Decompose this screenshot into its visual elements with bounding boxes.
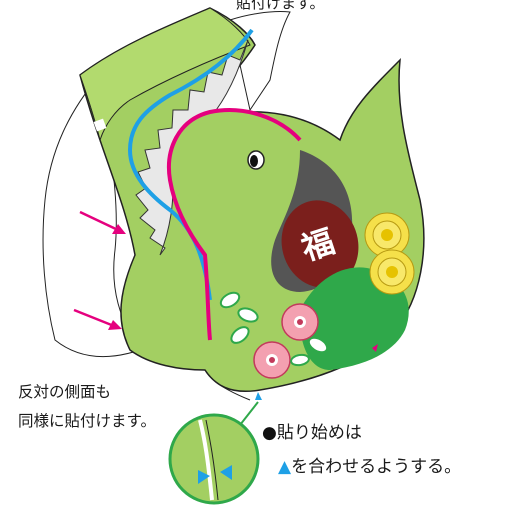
- tip-line-2: ▲を合わせるようする。: [278, 452, 461, 477]
- zoom-callout: [168, 413, 260, 505]
- tip-line-1: ●貼り始めは: [262, 418, 362, 443]
- plum-blossom: [281, 303, 319, 341]
- pink-arrow: [79, 210, 126, 234]
- align-triangle-marker: [255, 392, 262, 400]
- triangle-icon: ▲: [278, 457, 292, 477]
- top-caption: 貼付けます。: [236, 0, 325, 12]
- upper-jaw: [79, 7, 251, 142]
- callout-leader: [239, 401, 259, 426]
- snout-marker: [93, 118, 107, 132]
- chrysanthemum-flower: [364, 212, 410, 258]
- magenta-head-line: [167, 108, 302, 341]
- side-note-line-2: 同様に貼付けます。: [18, 412, 156, 430]
- eye-pupil: [250, 155, 258, 167]
- bullet-dot: ●: [262, 423, 277, 443]
- back-panel-outline: [42, 73, 141, 358]
- tip-line-1-text: 貼り始めは: [276, 423, 362, 443]
- align-triangle-marker: [372, 344, 378, 352]
- plum-blossom: [253, 341, 291, 379]
- tip-line-2-text: を合わせるようする。: [291, 457, 462, 477]
- head-bump: [168, 110, 312, 270]
- pink-arrow: [73, 308, 122, 330]
- side-note-line-1: 反対の側面も: [18, 383, 112, 401]
- fold-line: [204, 369, 251, 401]
- fortune-medallion: [281, 200, 359, 288]
- chrysanthemum-flower: [369, 249, 415, 295]
- leaves: [219, 291, 329, 367]
